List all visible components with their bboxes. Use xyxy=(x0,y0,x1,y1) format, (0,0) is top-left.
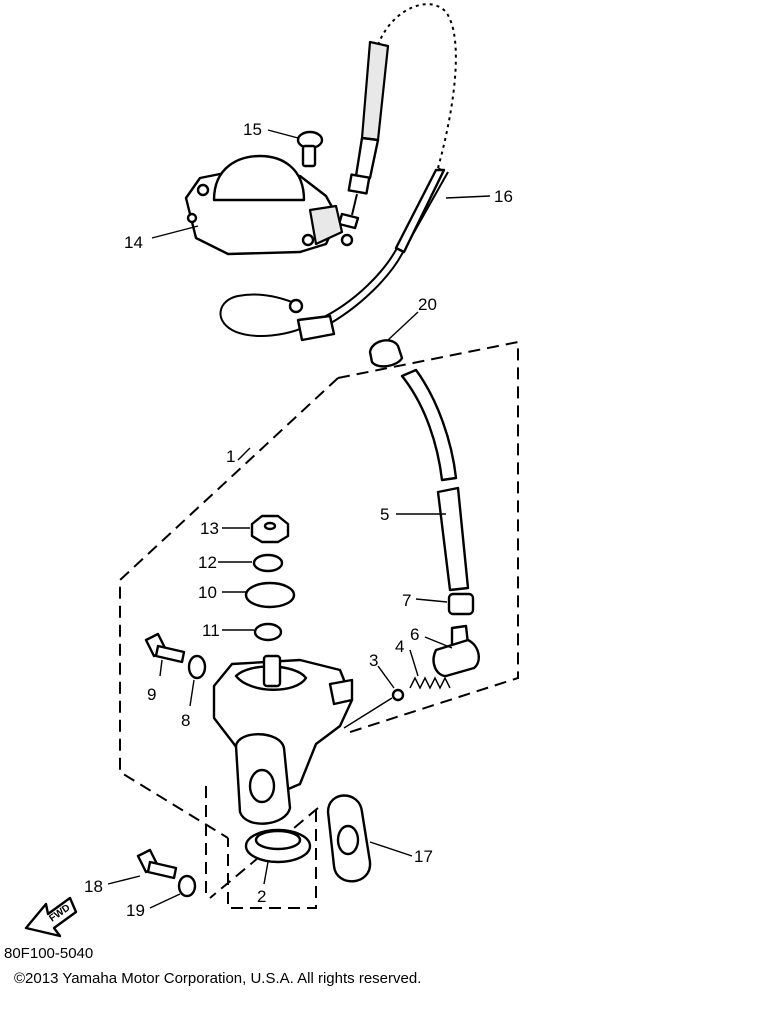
callout-16: 16 xyxy=(494,187,513,206)
callout-19: 19 xyxy=(126,901,145,920)
throttle-cable xyxy=(219,3,457,342)
callout-4: 4 xyxy=(395,637,404,656)
callout-6: 6 xyxy=(410,625,419,644)
hose-joint-20 xyxy=(368,339,404,368)
callout-8: 8 xyxy=(181,711,190,730)
washer-11 xyxy=(253,622,283,642)
callout-5: 5 xyxy=(380,505,389,524)
diagram-reference-code: 80F100-5040 xyxy=(4,945,94,962)
callout-2: 2 xyxy=(257,887,266,906)
seal-2 xyxy=(244,828,312,864)
callout-3: 3 xyxy=(369,651,378,670)
callout-7: 7 xyxy=(402,591,411,610)
screw-15 xyxy=(296,130,324,168)
callout-14: 14 xyxy=(124,233,143,252)
callout-11: 11 xyxy=(202,621,220,640)
callout-20: 20 xyxy=(418,295,437,314)
callout-12: 12 xyxy=(198,553,217,572)
nut-13 xyxy=(250,514,290,544)
spring-4 xyxy=(409,676,451,690)
elbow-6 xyxy=(432,624,480,678)
callout-10: 10 xyxy=(198,583,217,602)
callout-17: 17 xyxy=(414,847,433,866)
hose-5 xyxy=(400,368,470,592)
fwd-arrow-icon: FWD xyxy=(24,896,78,938)
ball-3 xyxy=(391,688,405,702)
copyright-notice: ©2013 Yamaha Motor Corporation, U.S.A. A… xyxy=(14,970,422,987)
bolt-9 xyxy=(144,632,186,664)
pump-cover xyxy=(184,154,344,256)
callout-18: 18 xyxy=(84,877,103,896)
washer-19 xyxy=(177,874,197,898)
washer-8 xyxy=(187,654,207,680)
callout-13: 13 xyxy=(200,519,219,538)
hose-16 xyxy=(394,168,446,254)
leader-lines xyxy=(107,129,491,909)
bolt-18 xyxy=(136,848,178,880)
callout-15: 15 xyxy=(243,120,262,139)
callout-9: 9 xyxy=(147,685,156,704)
washer-12 xyxy=(252,553,284,573)
pump-body xyxy=(212,654,354,825)
collar-7 xyxy=(447,592,475,616)
callout-1: 1 xyxy=(226,447,235,466)
diaphragm-10 xyxy=(244,581,296,609)
gasket-17 xyxy=(326,794,372,883)
callouts: 1 2 3 4 5 6 7 8 9 10 11 12 13 14 15 16 1… xyxy=(84,120,513,920)
assembly-outline xyxy=(119,340,519,909)
